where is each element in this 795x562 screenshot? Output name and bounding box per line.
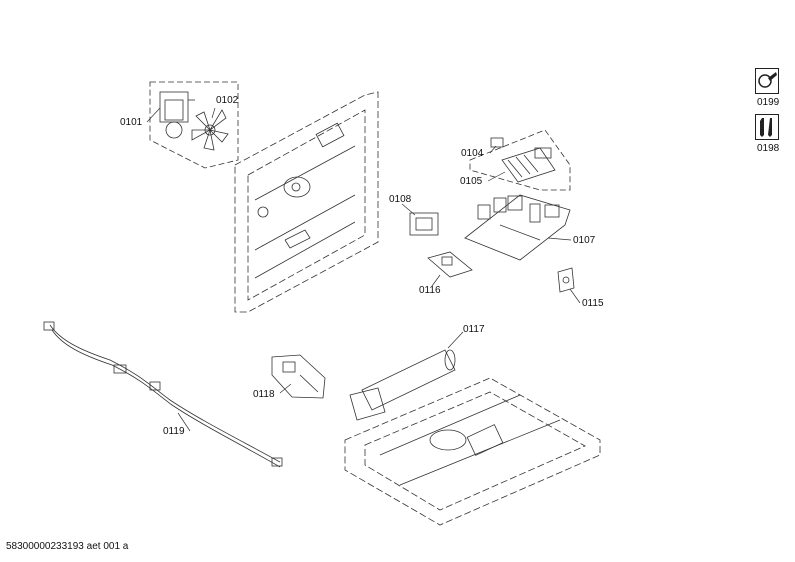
part-label-0115[interactable]: 0115 — [582, 298, 604, 309]
tools-glyph — [760, 118, 772, 137]
base-tray-details — [379, 394, 561, 486]
part-label-0107[interactable]: 0107 — [573, 235, 596, 246]
relay-module — [490, 137, 556, 183]
part-label-0102[interactable]: 0102 — [216, 95, 239, 106]
wrench-gear-glyph — [758, 72, 777, 88]
part-label-0119[interactable]: 0119 — [163, 426, 185, 437]
fan-group-outline — [149, 81, 239, 169]
part-label-0118[interactable]: 0118 — [253, 389, 275, 400]
fan-motor — [159, 91, 195, 139]
document-id-footer: 58300000233193 aet 001 a — [6, 541, 129, 552]
wrench-gear-icon[interactable] — [755, 68, 779, 94]
fan-impeller — [191, 109, 229, 151]
side-icon-label-0198: 0198 — [757, 143, 780, 154]
leader-lines — [146, 107, 581, 432]
control-board — [464, 194, 571, 261]
cable-harness — [43, 321, 283, 468]
base-tray — [344, 377, 601, 526]
part-label-0108[interactable]: 0108 — [389, 194, 412, 205]
part-label-0116[interactable]: 0116 — [419, 285, 441, 296]
rear-wall-panel — [234, 91, 379, 313]
door-switch — [271, 354, 326, 399]
part-label-0104[interactable]: 0104 — [461, 148, 484, 159]
sensor — [557, 267, 575, 293]
small-board — [427, 251, 473, 278]
tools-icon[interactable] — [755, 114, 779, 140]
part-label-0117[interactable]: 0117 — [463, 324, 485, 335]
side-icon-label-0199: 0199 — [757, 97, 780, 108]
heating-element — [349, 349, 456, 421]
transformer — [409, 212, 439, 236]
part-label-0105[interactable]: 0105 — [460, 176, 483, 187]
rear-wall-details — [254, 122, 356, 279]
part-label-0101[interactable]: 0101 — [120, 117, 143, 128]
module-group-outline — [469, 129, 571, 191]
